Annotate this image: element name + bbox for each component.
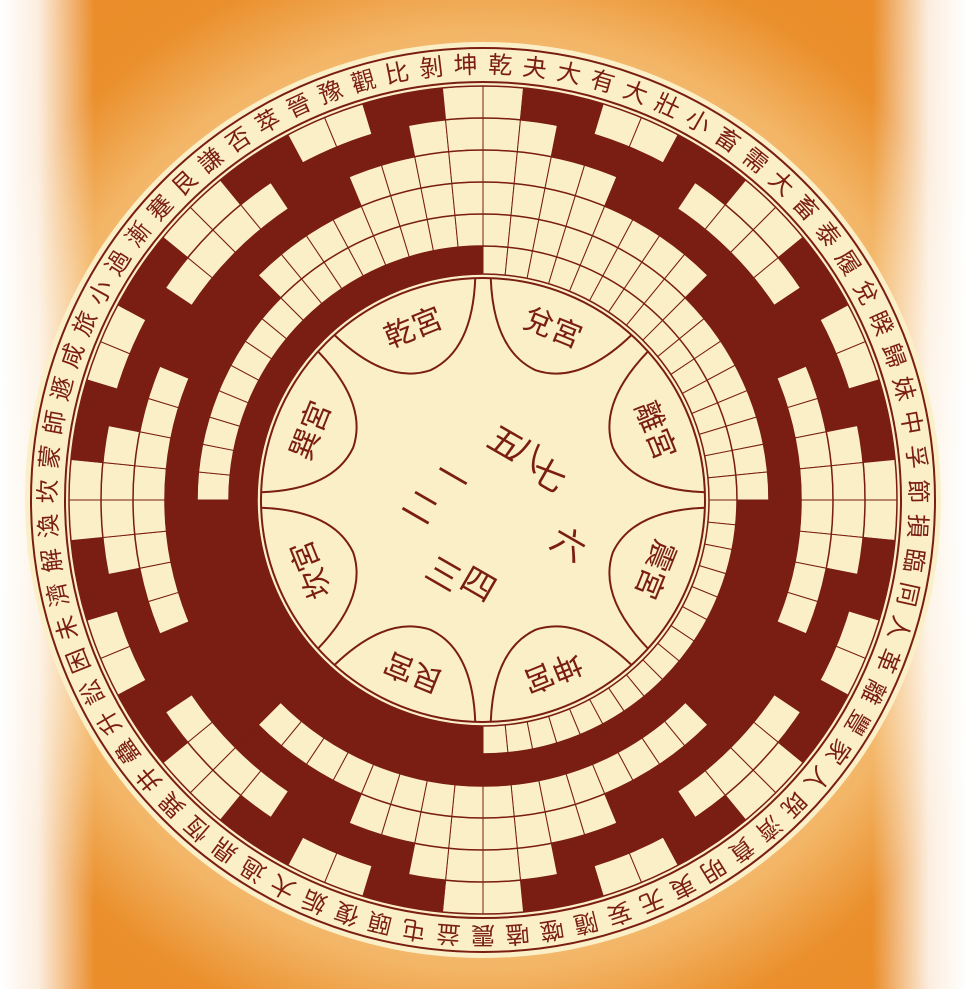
hexagram-line-cell bbox=[764, 438, 800, 472]
hexagram-line-cell bbox=[452, 785, 483, 818]
hexagram-line-cell bbox=[408, 843, 448, 880]
hexagram-line-cell bbox=[103, 425, 140, 465]
rim-character: 蒙 bbox=[35, 443, 65, 470]
hexagram-line-cell bbox=[505, 722, 532, 753]
hexagram-line-cell bbox=[863, 459, 897, 500]
hexagram-line-cell bbox=[446, 118, 483, 152]
hexagram-line-cell bbox=[69, 500, 103, 541]
hexagram-line-cell bbox=[483, 848, 520, 882]
rim-character: 節 bbox=[904, 479, 932, 504]
hexagram-line-cell bbox=[736, 472, 769, 500]
hexagram-line-cell bbox=[458, 725, 483, 754]
hexagram-line-cell bbox=[517, 843, 557, 880]
rim-character: 渙 bbox=[34, 513, 63, 539]
hexagram-line-cell bbox=[483, 753, 511, 786]
hexagram-line-cell bbox=[520, 88, 563, 125]
rim-character: 師 bbox=[39, 408, 71, 437]
hexagram-line-cell bbox=[483, 246, 508, 275]
hexagram-line-cell bbox=[229, 500, 258, 525]
hexagram-line-cell bbox=[433, 247, 460, 278]
hexagram-line-cell bbox=[831, 463, 865, 500]
hexagram-line-cell bbox=[483, 118, 520, 152]
hexagram-line-cell bbox=[452, 182, 483, 215]
hexagram-line-cell bbox=[514, 812, 551, 848]
rim-character: 震 bbox=[471, 921, 495, 949]
hexagram-line-cell bbox=[103, 534, 140, 574]
hexagram-line-cell bbox=[831, 500, 865, 537]
hexagram-line-cell bbox=[511, 781, 545, 817]
rim-character: 解 bbox=[37, 547, 68, 575]
hexagram-line-cell bbox=[517, 120, 557, 157]
hexagram-line-cell bbox=[458, 246, 483, 275]
hexagram-line-cell bbox=[483, 150, 517, 184]
rim-character: 剝 bbox=[418, 53, 445, 84]
hexagram-line-cell bbox=[708, 500, 737, 525]
hexagram-line-cell bbox=[768, 469, 801, 500]
rim-character: 益 bbox=[435, 919, 461, 949]
rim-character: 噬 bbox=[538, 914, 566, 945]
hexagram-line-cell bbox=[133, 500, 167, 534]
hexagram-line-cell bbox=[167, 528, 203, 562]
hexagram-line-cell bbox=[799, 500, 833, 534]
hexagram-line-cell bbox=[408, 120, 448, 157]
hexagram-line-cell bbox=[455, 214, 483, 247]
hexagram-line-cell bbox=[826, 425, 863, 465]
rim-character: 孚 bbox=[901, 443, 931, 470]
hexagram-line-cell bbox=[483, 182, 514, 215]
hexagram-line-cell bbox=[858, 537, 895, 580]
hexagram-line-cell bbox=[449, 816, 483, 850]
hexagram-line-cell bbox=[863, 500, 897, 541]
hexagram-line-cell bbox=[165, 469, 198, 500]
hexagram-line-cell bbox=[229, 475, 258, 500]
hexagram-line-cell bbox=[483, 86, 524, 120]
hexagram-line-cell bbox=[826, 534, 863, 574]
hexagram-line-cell bbox=[71, 537, 108, 580]
hexagram-line-cell bbox=[483, 785, 514, 818]
inner-border bbox=[261, 278, 705, 722]
hexagram-line-cell bbox=[71, 419, 108, 462]
rim-character: 乾 bbox=[488, 51, 513, 80]
hexagram-line-cell bbox=[708, 475, 737, 500]
rim-character: 坤 bbox=[453, 51, 478, 80]
rim-character: 夬 bbox=[521, 53, 548, 84]
hexagram-line-cell bbox=[795, 432, 831, 469]
hexagram-line-cell bbox=[483, 725, 508, 754]
hexagram-line-cell bbox=[442, 86, 483, 120]
hexagram-line-cell bbox=[520, 875, 563, 912]
hexagram-line-cell bbox=[135, 531, 171, 568]
hexagram-line-cell bbox=[133, 466, 167, 500]
rim-character: 損 bbox=[903, 513, 932, 539]
rim-character: 屯 bbox=[400, 914, 428, 945]
hexagram-line-cell bbox=[165, 500, 198, 531]
hexagram-line-cell bbox=[101, 500, 135, 537]
hexagram-line-cell bbox=[455, 753, 483, 786]
hexagram-line-cell bbox=[858, 419, 895, 462]
rim-character: 臨 bbox=[898, 547, 929, 575]
hexagram-line-cell bbox=[402, 88, 445, 125]
hexagram-line-cell bbox=[446, 848, 483, 882]
rim-character: 嗑 bbox=[504, 919, 530, 949]
hexagram-line-cell bbox=[415, 152, 452, 188]
rim-character: 中 bbox=[895, 408, 927, 437]
hexagram-line-cell bbox=[230, 522, 261, 549]
hexagram-line-cell bbox=[705, 450, 736, 477]
hexagram-line-cell bbox=[483, 214, 511, 247]
hexagram-line-cell bbox=[197, 500, 230, 528]
hexagram-line-cell bbox=[799, 466, 833, 500]
hexagram-line-cell bbox=[402, 875, 445, 912]
hexagram-line-cell bbox=[421, 184, 455, 220]
hexagram-line-cell bbox=[768, 500, 801, 531]
hexagram-line-cell bbox=[483, 880, 524, 914]
hexagram-line-cell bbox=[483, 816, 517, 850]
hexagram-line-cell bbox=[442, 880, 483, 914]
hexagram-line-cell bbox=[736, 500, 769, 528]
rim-character: 坎 bbox=[34, 479, 62, 504]
hexagram-line-cell bbox=[69, 459, 103, 500]
hexagram-line-cell bbox=[197, 472, 230, 500]
hexagram-line-cell bbox=[101, 463, 135, 500]
hexagram-line-cell bbox=[449, 150, 483, 184]
